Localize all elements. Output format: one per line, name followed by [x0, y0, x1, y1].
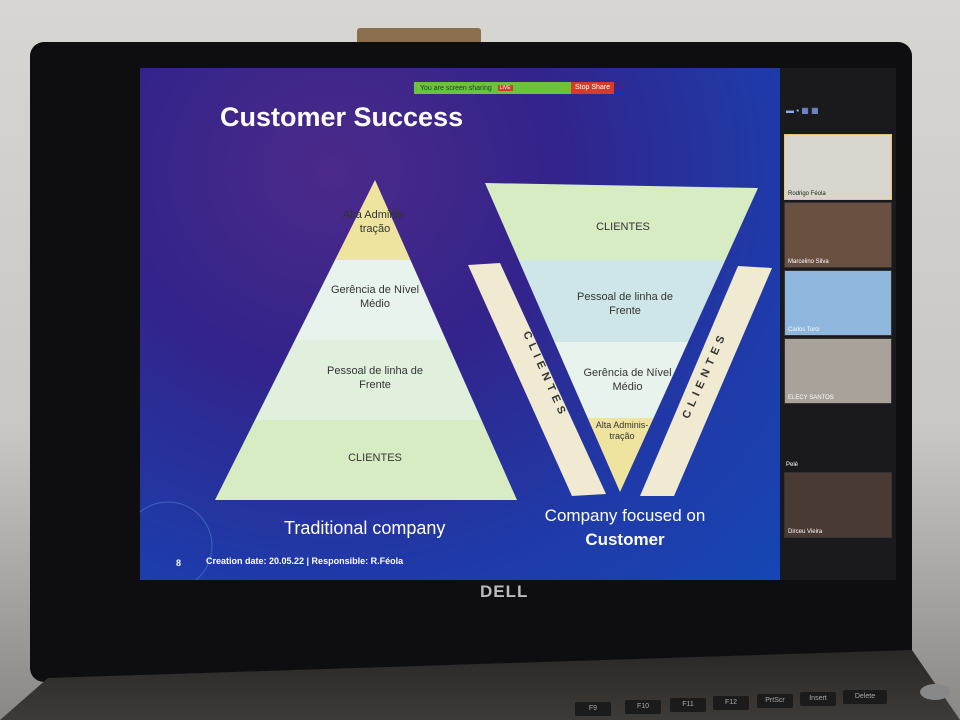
focused-caption-2: Customer [585, 530, 665, 549]
participant-name: Dirceu Vieira [788, 529, 823, 535]
focused-level-2: Pessoal de linha de Frente [576, 291, 673, 317]
live-badge: LIVE [497, 85, 513, 91]
trad-level-3: Pessoal de linha de Frente [326, 365, 423, 391]
participant-panel: ▬ ▪ ▦ ▦ Rodrigo Féola Marcelino Silva Ca… [780, 68, 896, 580]
key-f12: F12 [713, 696, 749, 710]
dell-logo: DELL [480, 582, 529, 601]
key-f9: F9 [575, 702, 611, 716]
trad-level-1: Alta Adminis-tração [342, 209, 408, 235]
clientes-side-bar-right [640, 266, 772, 496]
traditional-caption: Traditional company [284, 518, 446, 538]
key-delete: Delete [843, 690, 887, 704]
power-button [920, 684, 950, 700]
video-tile[interactable]: ELECY SANTOS [784, 338, 892, 404]
participant-name: ELECY SANTOS [788, 395, 834, 401]
video-tile[interactable]: Marcelino Silva [784, 202, 892, 268]
key-prtscr: PrtScr [757, 694, 793, 708]
view-toggle-icons[interactable]: ▬ ▪ ▦ ▦ [786, 106, 819, 115]
page-number: 8 [176, 558, 182, 568]
clientes-side-bar-left [468, 263, 606, 496]
extra-label: Pelé [786, 462, 799, 468]
screen-share-bar: You are screen sharing LIVE Stop Share [414, 82, 614, 94]
video-tile[interactable]: Carlos Torci [784, 270, 892, 336]
focused-level-1: CLIENTES [596, 221, 650, 233]
diagram-shapes [140, 180, 772, 580]
slide-footer: Creation date: 20.05.22 | Responsible: R… [206, 556, 404, 566]
focused-level-4: Alta Adminis-tração [595, 420, 649, 441]
participant-name: Marcelino Silva [788, 259, 829, 265]
laptop-screen: Customer Success Alta Adminis-tração Ger… [140, 68, 896, 580]
participant-name: Carlos Torci [788, 327, 820, 333]
share-status: You are screen sharing [420, 84, 492, 92]
trad-level-4: CLIENTES [348, 452, 402, 464]
participant-name: Rodrigo Féola [788, 191, 826, 197]
focused-level-3: Gerência de Nível Médio [583, 367, 672, 393]
shared-slide: Customer Success Alta Adminis-tração Ger… [140, 68, 780, 580]
pyramid-band-base [215, 420, 517, 500]
stop-share-button[interactable]: Stop Share [570, 82, 614, 94]
key-f11: F11 [670, 698, 706, 712]
video-tile[interactable]: Dirceu Vieira [784, 472, 892, 538]
trad-level-2: Gerência de Nível Médio [330, 284, 420, 310]
focused-caption-1: Company focused on [544, 506, 706, 525]
key-insert: Insert [800, 692, 836, 706]
key-f10: F10 [625, 700, 661, 714]
slide-title: Customer Success [220, 102, 464, 132]
video-tile[interactable]: Rodrigo Féola [784, 134, 892, 200]
